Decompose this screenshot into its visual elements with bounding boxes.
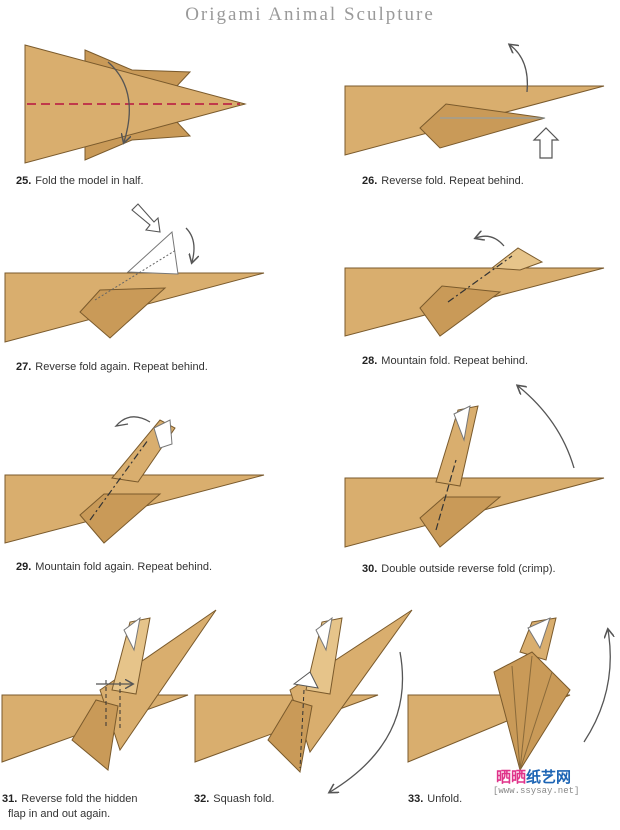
step-28-fold-arrow: [476, 236, 505, 247]
step-27-raised-flap: [126, 230, 179, 275]
step-31-caption: 31.Reverse fold the hidden flap in and o…: [2, 792, 137, 822]
step-31-neck: [111, 617, 151, 695]
step-30-text: Double outside reverse fold (crimp).: [381, 563, 556, 575]
step-26-figure: [344, 45, 605, 159]
step-29-fold-arrow: [114, 416, 151, 427]
step-28-text: Mountain fold. Repeat behind.: [381, 355, 529, 367]
step-26-caption: 26.Reverse fold. Repeat behind.: [362, 174, 524, 189]
step-25-number: 25.: [16, 175, 32, 187]
step-25-text: Fold the model in half.: [35, 175, 144, 187]
step-32-squash-mark: [292, 671, 319, 689]
step-27-flap: [79, 287, 167, 339]
watermark-logo: 晒晒纸艺网: [496, 766, 571, 787]
step-26-up-arrow: [510, 45, 529, 93]
step-33-figure: [407, 617, 610, 772]
step-30-head: [453, 405, 471, 442]
step-29-mountain-line: [89, 439, 149, 521]
step-30-flap: [419, 496, 502, 548]
step-30-number: 30.: [362, 563, 378, 575]
step-33-head: [527, 617, 551, 650]
step-33-fan: [493, 651, 571, 772]
step-31-number: 31.: [2, 793, 18, 805]
step-33-number: 33.: [408, 793, 424, 805]
step-25-paper-front: [24, 44, 247, 164]
step-28-flap: [419, 285, 502, 337]
step-28-figure: [344, 236, 605, 337]
step-32-text: Squash fold.: [213, 793, 275, 805]
step-28-mountain-line: [447, 255, 513, 303]
step-32-number: 32.: [194, 793, 210, 805]
step-30-crimp-line: [435, 459, 457, 531]
step-33-fan-line-a: [511, 665, 521, 771]
step-31-text: Reverse fold the hidden: [21, 793, 138, 805]
step-28-head-flap: [490, 247, 544, 271]
step-29-number: 29.: [16, 561, 32, 573]
step-32-head: [315, 616, 333, 652]
step-27-number: 27.: [16, 361, 32, 373]
step-26-number: 26.: [362, 175, 378, 187]
step-29-head: [153, 419, 173, 449]
step-27-push-arrow: [131, 203, 161, 233]
step-32-figure: [194, 609, 413, 792]
step-32-neck: [305, 617, 343, 695]
watermark-part1: 晒晒: [496, 769, 527, 786]
watermark-part2: 纸艺网: [526, 769, 572, 786]
step-27-fold-arrow: [185, 227, 194, 262]
step-32-fold-arrow: [330, 651, 404, 792]
step-28-caption: 28.Mountain fold. Repeat behind.: [362, 354, 528, 369]
step-29-figure: [4, 416, 265, 544]
step-26-text: Reverse fold. Repeat behind.: [381, 175, 524, 187]
step-33-fan-line-c: [519, 671, 553, 771]
step-32-fold-line: [299, 689, 305, 769]
step-33-fan-line-b: [519, 655, 533, 771]
step-32-caption: 32.Squash fold.: [194, 792, 274, 807]
step-30-caption: 30.Double outside reverse fold (crimp).: [362, 562, 556, 577]
step-31-figure: [1, 609, 217, 771]
step-25-figure: [24, 44, 247, 164]
step-30-neck: [435, 405, 479, 487]
step-26-flap: [419, 103, 546, 149]
step-30-figure: [344, 386, 605, 548]
step-29-caption: 29.Mountain fold again. Repeat behind.: [16, 560, 212, 575]
step-27-figure: [4, 203, 265, 343]
step-33-unfold-arrow: [583, 630, 610, 743]
step-33-text: Unfold.: [427, 793, 463, 805]
step-31-head: [123, 616, 141, 652]
step-25-caption: 25.Fold the model in half.: [16, 174, 144, 189]
step-30-fold-arrow: [518, 386, 575, 469]
step-28-number: 28.: [362, 355, 378, 367]
step-29-text: Mountain fold again. Repeat behind.: [35, 561, 213, 573]
step-27-text: Reverse fold again. Repeat behind.: [35, 361, 208, 373]
step-31-text-line2: flap in and out again.: [8, 808, 111, 820]
step-25-fold-arrow: [107, 61, 129, 142]
step-33-caption: 33.Unfold.: [408, 792, 462, 807]
step-27-caption: 27.Reverse fold again. Repeat behind.: [16, 360, 208, 375]
page-title: Origami Animal Sculpture: [185, 4, 435, 25]
watermark-url: [www.ssysay.net]: [493, 786, 580, 796]
step-26-push-arrow: [532, 127, 560, 159]
